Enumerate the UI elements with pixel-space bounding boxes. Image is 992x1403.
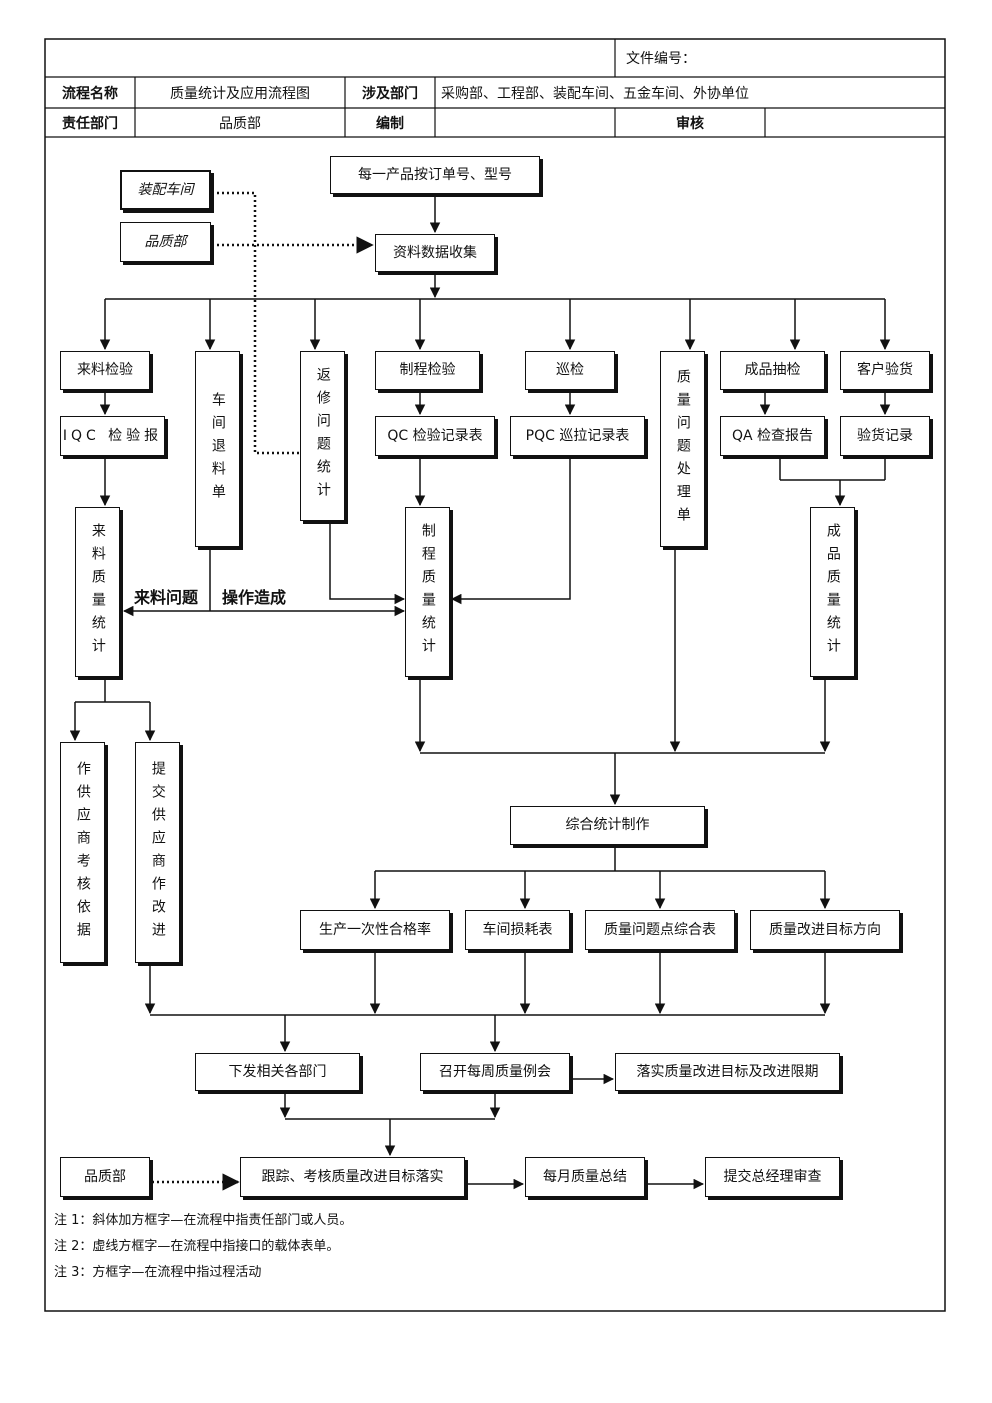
node-improvement-direction: 质量改进目标方向	[750, 910, 900, 950]
label-operation-caused: 操作造成	[222, 588, 287, 607]
node-data-collection: 资料数据收集	[375, 234, 495, 272]
node-process-quality-stats: 制程质量统计	[405, 507, 450, 677]
review-label: 审核	[676, 115, 704, 132]
node-qc-record: QC 检验记录表	[375, 416, 495, 456]
responsible-value: 品质部	[219, 115, 261, 132]
node-rework-stats: 返修问题统计	[300, 351, 345, 521]
header-grid	[45, 39, 945, 138]
page-frame	[44, 38, 946, 1312]
node-track-assess: 跟踪、考核质量改进目标落实	[240, 1157, 465, 1197]
node-incoming-inspection: 来料检验	[60, 351, 150, 390]
node-quality-issue-form: 质量问题处理单	[660, 351, 705, 547]
node-order-model: 每一产品按订单号、型号	[330, 156, 540, 194]
node-iqc-report: IQC 检验报	[60, 416, 165, 456]
author-label: 编制	[376, 115, 404, 132]
node-weekly-meeting: 召开每周质量例会	[420, 1053, 570, 1091]
node-patrol-inspection: 巡检	[525, 351, 615, 390]
node-pqc-record: PQC 巡拉记录表	[510, 416, 645, 456]
node-finished-sampling: 成品抽检	[720, 351, 825, 390]
node-supplier-improvement: 提交供应商作改进	[135, 742, 180, 963]
node-implement-targets: 落实质量改进目标及改进限期	[615, 1053, 840, 1091]
node-workshop-loss: 车间损耗表	[465, 910, 570, 950]
node-workshop-return: 车间退料单	[195, 351, 240, 547]
node-gm-review: 提交总经理审查	[705, 1157, 840, 1197]
node-qa-report: QA 检查报告	[720, 416, 825, 456]
node-process-inspection: 制程检验	[375, 351, 480, 390]
node-comprehensive-stats: 综合统计制作	[510, 806, 705, 845]
node-monthly-summary: 每月质量总结	[525, 1157, 645, 1197]
note-1: 注 1：斜体加方框字—在流程中指责任部门或人员。	[54, 1213, 353, 1228]
note-3: 注 3：方框字—在流程中指过程活动	[54, 1265, 262, 1280]
node-assembly-workshop: 装配车间	[120, 170, 211, 210]
node-inspection-record: 验货记录	[840, 416, 930, 456]
node-quality-dept-bottom: 品质部	[60, 1157, 150, 1197]
responsible-label: 责任部门	[62, 115, 118, 132]
flow-name-value: 质量统计及应用流程图	[170, 85, 310, 102]
node-quality-dept-top: 品质部	[120, 222, 211, 262]
author-value	[435, 108, 615, 137]
flow-name-label: 流程名称	[62, 85, 118, 102]
note-2: 注 2：虚线方框字—在流程中指接口的载体表单。	[54, 1239, 340, 1254]
label-incoming-issue: 来料问题	[134, 588, 199, 607]
node-finished-quality-stats: 成品质量统计	[810, 507, 855, 677]
node-quality-issue-summary: 质量问题点综合表	[585, 910, 735, 950]
dept-involved-label: 涉及部门	[362, 85, 418, 102]
node-distribute-depts: 下发相关各部门	[195, 1053, 360, 1091]
doc-number-label: 文件编号：	[626, 51, 696, 67]
dept-involved-value: 采购部、工程部、装配车间、五金车间、外协单位	[441, 85, 749, 102]
node-customer-inspection: 客户验货	[840, 351, 930, 390]
node-first-pass-rate: 生产一次性合格率	[300, 910, 450, 950]
review-value	[765, 108, 945, 137]
assembly-to-rework-dotted	[212, 191, 300, 455]
node-incoming-quality-stats: 来料质量统计	[75, 507, 120, 677]
node-supplier-evaluation: 作供应商考核依据	[60, 742, 105, 963]
